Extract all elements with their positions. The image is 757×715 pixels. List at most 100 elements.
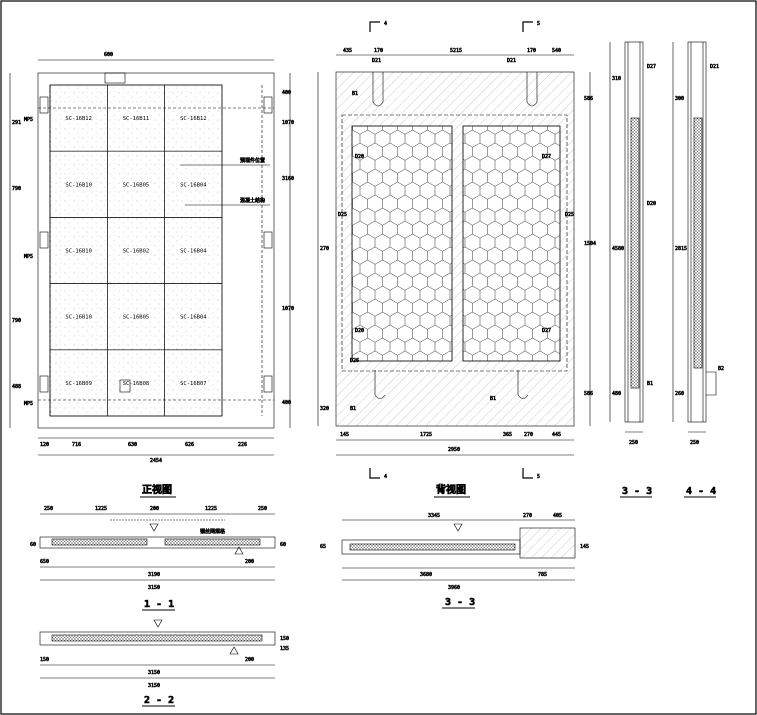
sec44-dim: 260 — [675, 391, 684, 397]
section-3-3-mesh — [630, 117, 640, 389]
s33b-dim-top: 405 — [553, 513, 562, 519]
back-dim-total: 2950 — [448, 447, 460, 453]
left-tag: MP5 — [24, 401, 33, 407]
s33b-dim-top: 270 — [523, 513, 532, 519]
dim-bottom: 716 — [72, 442, 81, 448]
dim-right: 3160 — [282, 176, 294, 182]
s11-dim-top: 250 — [44, 506, 53, 512]
left-tag: MP5 — [24, 254, 33, 260]
dim-bottom: 626 — [185, 442, 194, 448]
panel-label: SC-16B04 — [180, 182, 207, 188]
back-dashed-outline — [341, 114, 568, 372]
s11-note: 钢丝网规格 — [200, 528, 225, 535]
back-dim-top: 5215 — [450, 48, 462, 54]
dim-right: 400 — [282, 400, 291, 406]
section-1-1-outline — [39, 536, 276, 549]
embed-plate-icon — [263, 375, 273, 393]
section-3-3-right-title: 3 - 3 — [622, 486, 652, 497]
sec44-dim: 250 — [690, 440, 699, 446]
dim-total: 2454 — [150, 458, 162, 464]
front-view: 预埋件位置 混凝土结构 MP5 MP5 MP5 600 120 716 630 … — [9, 52, 294, 498]
section-1-1: 250 1225 200 1225 250 钢丝网规格 3190 3150 60… — [30, 506, 286, 611]
back-dim-left: 270 — [320, 246, 329, 252]
rebar-label: D25 — [565, 212, 574, 218]
section-4-4-outline — [687, 41, 707, 423]
back-dim-right: 586 — [584, 391, 593, 397]
s33b-dim-bottom: 3960 — [448, 585, 460, 591]
lift-hook-icon — [517, 370, 529, 399]
section-mark: 4 — [384, 21, 387, 27]
s22-small: 150 — [40, 657, 49, 663]
rebar-label: D26 — [350, 358, 359, 364]
section-3-3-bottom-end — [519, 527, 576, 559]
panel-label: SC-16B04 — [180, 315, 207, 321]
lift-hook-icon — [374, 370, 386, 399]
front-view-title: 正视图 — [142, 483, 172, 496]
dim-right: 1070 — [282, 306, 294, 312]
back-dim-left: 320 — [320, 406, 329, 412]
back-dim-top: 170 — [374, 48, 383, 54]
s11-small: 650 — [40, 559, 49, 565]
section-mark: 4 — [384, 474, 387, 480]
embed-plate-icon — [263, 96, 273, 114]
lift-hook-icon — [526, 72, 538, 107]
back-dim-bottom: 270 — [524, 432, 533, 438]
s11-dim-bottom: 3190 — [148, 572, 160, 578]
panel-label: SC-16B10 — [65, 182, 92, 188]
section-3-3-horizontal: 3345 270 405 3680 785 3960 65 145 3 - 3 — [320, 513, 589, 609]
s22-small: 200 — [245, 657, 254, 663]
s33b-dim-bottom: 3680 — [420, 572, 432, 578]
panel-label: SC-16B05 — [123, 182, 150, 188]
s22-side: 150 — [280, 636, 289, 642]
sec33-label: D27 — [647, 64, 656, 70]
dim-right: 1070 — [282, 120, 294, 126]
s11-dim-bottom: 3150 — [148, 585, 160, 591]
callout-embed: 预埋件位置 — [240, 157, 265, 164]
dim-right: 400 — [282, 90, 291, 96]
s11-side: 60 — [30, 542, 36, 548]
rebar-label: D21 — [372, 58, 381, 64]
level-marker-icon — [149, 523, 159, 532]
dim-top: 600 — [104, 52, 113, 58]
section-1-1-title: 1 - 1 — [144, 599, 174, 610]
back-dim-right: 586 — [584, 96, 593, 102]
back-dim-bottom: 365 — [503, 432, 512, 438]
section-2-2-outline — [39, 631, 276, 646]
panel-label: SC-16B09 — [65, 381, 92, 387]
section-4-4: 2815 260 300 250 D21 B2 4 - 4 — [672, 41, 724, 498]
section-mark: 5 — [537, 21, 540, 27]
dim-bottom: 630 — [128, 442, 137, 448]
s33b-side: 145 — [580, 544, 589, 550]
callout-tag: B1 — [490, 396, 496, 402]
s11-dim-top: 1225 — [95, 506, 107, 512]
s33b-dim-top: 3345 — [428, 513, 440, 519]
rebar-label: D27 — [542, 328, 551, 334]
sec33-dim: 480 — [612, 391, 621, 397]
section-2-2: 3150 3150 150 135 150 200 2 - 2 — [39, 619, 289, 707]
sec33-dim: 4580 — [612, 246, 624, 252]
panel-label: SC-16B12 — [180, 116, 207, 122]
s11-dim-top: 250 — [258, 506, 267, 512]
panel-label: SC-16B10 — [65, 315, 92, 321]
embed-plate-icon — [39, 375, 49, 393]
s33b-side: 65 — [320, 544, 326, 550]
dim-bottom: 120 — [40, 442, 49, 448]
section-3-3-bottom-title: 3 - 3 — [445, 597, 475, 608]
sec44-label: B2 — [718, 366, 724, 372]
embed-plate-icon — [39, 231, 49, 249]
level-marker-icon — [453, 523, 463, 532]
panel-label: SC-16B05 — [123, 315, 150, 321]
panel-label: SC-16B12 — [65, 116, 92, 122]
s22-dim: 3150 — [148, 670, 160, 676]
s11-dim-top: 1225 — [205, 506, 217, 512]
back-view-title: 背视图 — [436, 483, 466, 496]
back-dim-bottom: 145 — [340, 432, 349, 438]
level-marker-icon — [234, 546, 244, 555]
rebar-label: D27 — [542, 154, 551, 160]
sec44-dim: 2815 — [675, 246, 687, 252]
embed-plate-icon — [119, 379, 131, 393]
back-dim-bottom: 445 — [552, 432, 561, 438]
panel-label: SC-16B02 — [123, 249, 150, 255]
hex-mesh-left — [351, 125, 453, 362]
dim-left: 790 — [12, 318, 21, 324]
